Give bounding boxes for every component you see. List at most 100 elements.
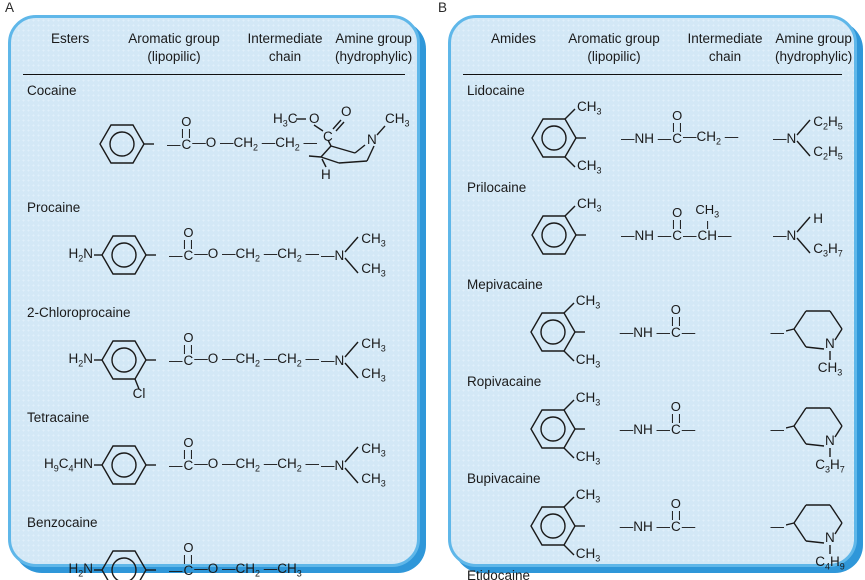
amine-substituent-bottom: CH3 bbox=[361, 261, 386, 280]
header-esters: Esters bbox=[51, 31, 90, 46]
compound-name: Tetracaine bbox=[27, 410, 90, 426]
methyl-label: CH3 bbox=[575, 352, 601, 370]
bond-lines bbox=[529, 496, 585, 556]
chain-text: —O —CH2 —CH3 bbox=[194, 561, 302, 579]
double-bond bbox=[184, 554, 193, 564]
double-bond bbox=[671, 316, 680, 326]
amine-substituent-top: CH3 bbox=[361, 231, 386, 249]
double-bond-oxygen: O bbox=[181, 115, 191, 138]
aromatic-group: H9C4HN bbox=[44, 425, 157, 505]
amine-substituent-bottom: CH3 bbox=[361, 471, 386, 490]
nitrogen-label: —N bbox=[321, 352, 345, 368]
double-bond bbox=[184, 239, 193, 249]
chain-text: — bbox=[681, 324, 696, 340]
chain-text: —NH — bbox=[619, 421, 670, 437]
compound-name: Procaine bbox=[27, 200, 81, 216]
double-bond bbox=[184, 344, 193, 354]
bond-lines bbox=[94, 445, 156, 485]
aromatic-cell: H2N bbox=[21, 530, 169, 580]
carbonyl-carbon-label: C bbox=[323, 129, 333, 145]
double-bond-oxygen: O bbox=[671, 303, 681, 326]
chain-text: —O —CH2 —CH2 — bbox=[194, 456, 320, 474]
bond-lines bbox=[531, 108, 586, 168]
ring-nitrogen-label: N bbox=[367, 132, 377, 148]
ring-nitrogen-label: N bbox=[825, 336, 835, 352]
esters-panel: Esters Aromatic group (lipopilic) Interm… bbox=[8, 15, 420, 580]
base-atom-label: CH bbox=[697, 227, 718, 243]
bond-lines bbox=[344, 446, 359, 484]
top-atom-label: O bbox=[670, 398, 681, 414]
n-substituent-label: C4H9 bbox=[815, 554, 845, 572]
benzene-ring bbox=[93, 530, 157, 580]
double-bond-oxygen: O bbox=[671, 400, 681, 423]
chain-text: —O —CH2 —CH2 — bbox=[192, 135, 317, 153]
amine-substituent-top: CH3 bbox=[361, 336, 386, 354]
chain-text: —NH — bbox=[621, 227, 672, 243]
figure-label-a: A bbox=[5, 0, 15, 15]
left-substituent-label: H2N bbox=[68, 561, 93, 579]
amine-substituent-top: C2H5 bbox=[813, 114, 843, 132]
amides-header: Amides Aromatic group (lipopilic) Interm… bbox=[451, 18, 854, 65]
bond-lines bbox=[531, 205, 586, 255]
double-bond-oxygen: O bbox=[672, 206, 682, 229]
double-bond-oxygen: O bbox=[183, 436, 193, 459]
double-bond-oxygen: O bbox=[672, 109, 682, 132]
bond-lines bbox=[785, 407, 843, 458]
base-atom-label: C bbox=[670, 518, 681, 534]
n-substituent-label: CH3 bbox=[817, 360, 843, 378]
ester-oxygen-label: O bbox=[309, 111, 320, 127]
double-bond bbox=[671, 413, 680, 423]
nitrogen-label: —N bbox=[321, 457, 345, 473]
aromatic-cell: H9C4HN bbox=[21, 425, 169, 505]
compound-name: Prilocaine bbox=[467, 180, 527, 196]
chain-text: —NH — bbox=[619, 518, 670, 534]
double-bond bbox=[182, 128, 191, 138]
aromatic-cell bbox=[21, 104, 167, 184]
header-rule bbox=[463, 74, 842, 76]
base-atom-label: C bbox=[183, 352, 194, 368]
base-atom-label: C bbox=[183, 562, 194, 578]
compound-name: 2-Chloroprocaine bbox=[27, 305, 131, 321]
bond-lines bbox=[99, 124, 154, 164]
bond-dash: — bbox=[770, 518, 785, 534]
nitrogen-label: —N bbox=[773, 227, 797, 243]
methyl-label: CH3 bbox=[577, 158, 602, 176]
chain-text: — bbox=[681, 518, 696, 534]
chain-text: — bbox=[683, 227, 697, 243]
benzene-ring bbox=[91, 104, 155, 184]
left-substituent-label: H2N bbox=[68, 246, 93, 264]
compound-name: Bupivacaine bbox=[467, 471, 541, 487]
aromatic-cell: CH3 bbox=[461, 195, 621, 275]
top-atom-label: CH3 bbox=[695, 202, 720, 220]
bond-lines bbox=[796, 216, 811, 254]
